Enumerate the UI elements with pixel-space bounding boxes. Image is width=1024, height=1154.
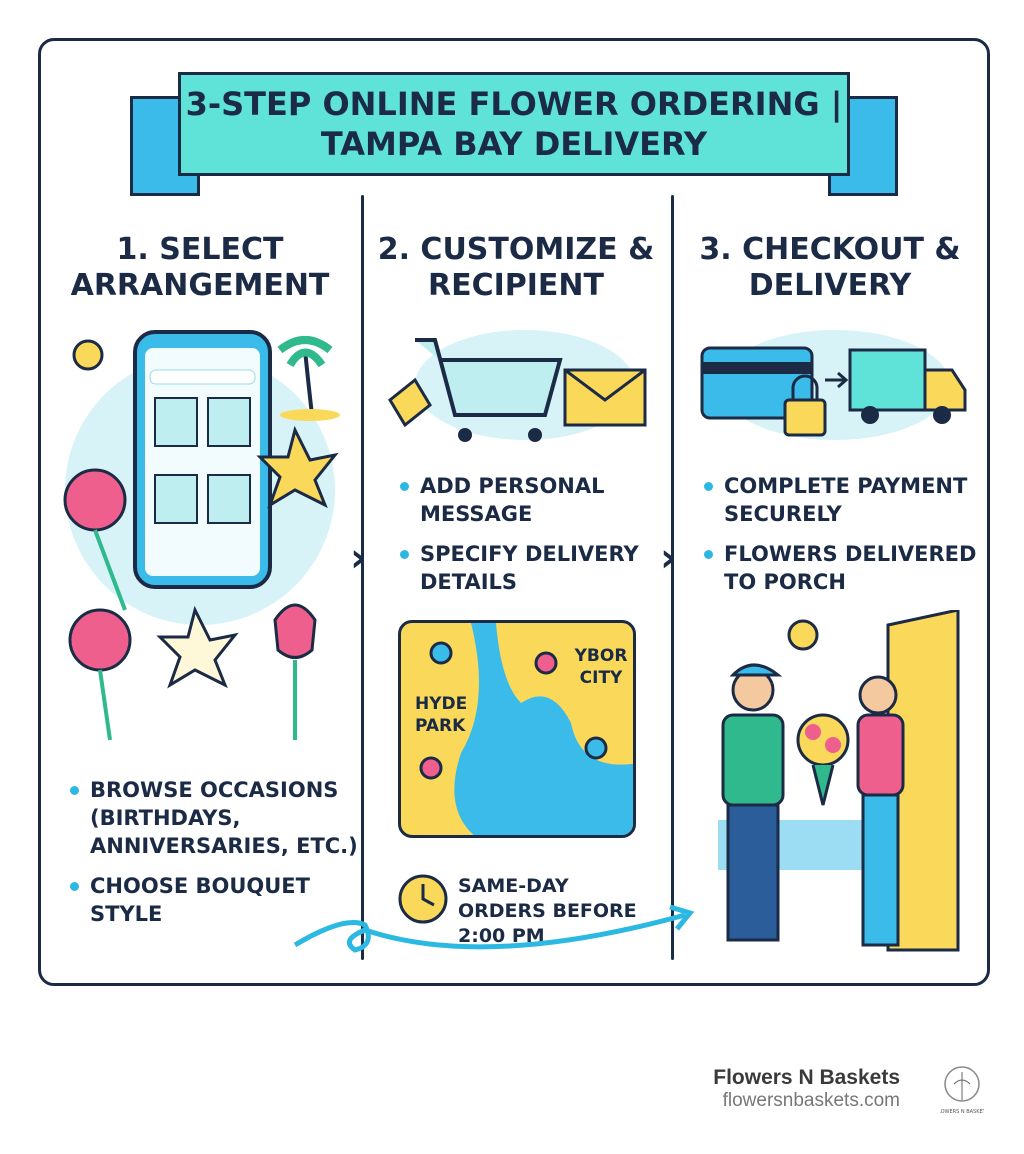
map-label-ybor-city: YBOR CITY xyxy=(574,646,628,688)
sun-icon xyxy=(787,619,819,651)
sun-icon xyxy=(72,339,104,371)
bouquet-icon xyxy=(796,713,850,806)
chevron-right-icon: › xyxy=(660,535,677,581)
step-1-illustration xyxy=(63,330,340,741)
lily-icon xyxy=(156,425,339,689)
brand-name: Flowers N Baskets xyxy=(713,1066,900,1089)
truck-icon xyxy=(848,348,967,424)
brand-url: flowersnbaskets.com xyxy=(722,1090,900,1111)
banner-title: 3-STEP ONLINE FLOWER ORDERING | TAMPA BA… xyxy=(178,72,850,176)
column-divider xyxy=(671,195,674,960)
delivery-scene-illustration xyxy=(718,610,960,952)
column-divider xyxy=(361,195,364,960)
step-3-illustration xyxy=(700,330,967,440)
svg-text:FLOWERS N BASKETS: FLOWERS N BASKETS xyxy=(940,1109,984,1115)
courier-person xyxy=(721,663,785,942)
phone-icon xyxy=(133,330,272,589)
credit-card-icon xyxy=(700,346,814,420)
step-2-bullet: SPECIFY DELIVERY DETAILS xyxy=(398,540,658,596)
infographic-frame xyxy=(38,38,990,986)
palm-tree-icon xyxy=(277,336,340,421)
step-1-bullet: CHOOSE BOUQUET STYLE xyxy=(68,872,358,928)
step-2-heading: 2. CUSTOMIZE & RECIPIENT xyxy=(377,232,655,303)
step-3-heading: 3. CHECKOUT & DELIVERY xyxy=(699,232,961,303)
step-1-bullet: BROWSE OCCASIONS (BIRTHDAYS, ANNIVERSARI… xyxy=(68,776,358,860)
brand-logo: FLOWERS N BASKETS xyxy=(940,1066,984,1115)
map-icon: YBOR CITY HYDE PARK xyxy=(398,620,636,838)
step-2-bullet: ADD PERSONAL MESSAGE xyxy=(398,472,658,528)
clock-icon xyxy=(398,874,448,924)
chevron-right-icon: › xyxy=(350,535,367,581)
step-1-heading: 1. SELECT ARRANGEMENT xyxy=(70,232,330,303)
cart-icon xyxy=(388,338,563,442)
step-3-bullet: FLOWERS DELIVERED TO PORCH xyxy=(702,540,982,596)
flow-arrow xyxy=(293,904,695,953)
same-day-note: SAME-DAY ORDERS BEFORE 2:00 PM xyxy=(458,875,637,947)
envelope-icon xyxy=(563,368,647,427)
arrow-right-icon xyxy=(825,371,849,389)
recipient-person xyxy=(856,675,905,947)
lock-icon xyxy=(783,374,827,437)
rose-icon xyxy=(63,468,132,741)
step-2-illustration xyxy=(388,330,647,442)
map-label-hyde-park: HYDE PARK xyxy=(415,694,468,736)
brand: Flowers N Baskets flowersnbaskets.com xyxy=(713,1066,900,1112)
tulip-icon xyxy=(273,603,317,740)
step-3-bullet: COMPLETE PAYMENT SECURELY xyxy=(702,472,982,528)
